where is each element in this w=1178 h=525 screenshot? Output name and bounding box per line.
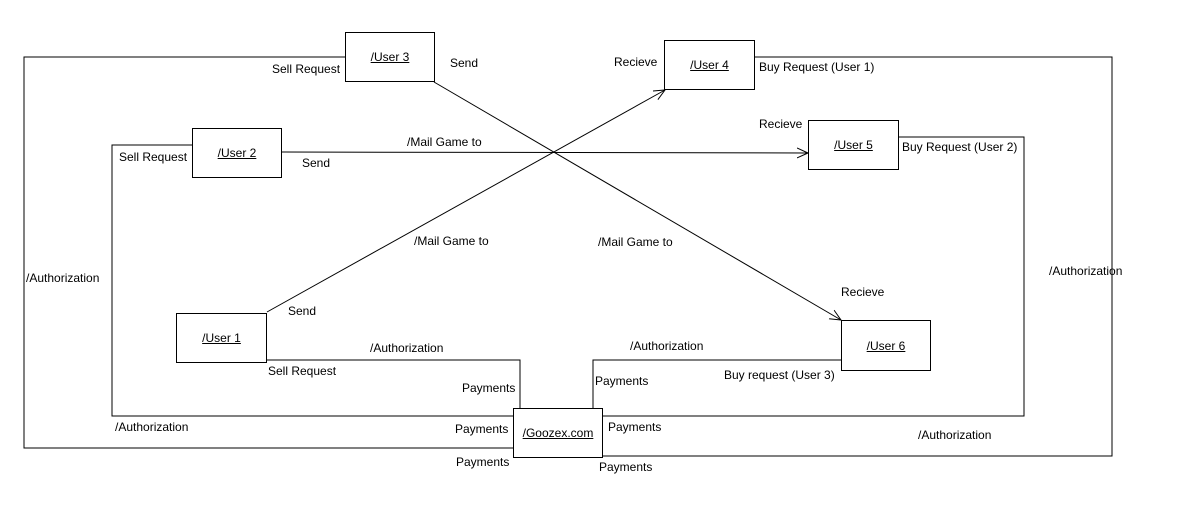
connector-user5-goozex	[603, 136, 1025, 417]
connector-user2-goozex	[111, 144, 513, 417]
node-user3[interactable]: /User 3	[345, 32, 435, 82]
mail-arrow-user2-user5	[281, 152, 808, 153]
label-recieve-user5: Recieve	[759, 117, 803, 131]
node-label: /Goozex.com	[522, 426, 594, 440]
label-authorization-bottom-left: /Authorization	[115, 420, 189, 434]
node-label: /User 4	[690, 58, 729, 72]
label-authorization-user6: /Authorization	[630, 339, 704, 353]
label-send-user1: Send	[288, 304, 317, 318]
label-send-user3: Send	[450, 56, 479, 70]
mail-arrow-user1-user4	[266, 90, 665, 313]
label-sell-request-user3: Sell Request	[272, 62, 341, 76]
label-payments-user5: Payments	[608, 420, 662, 434]
label-recieve-user4: Recieve	[614, 55, 658, 69]
node-label: /User 2	[217, 146, 257, 160]
label-mail-game-to-user6: /Mail Game to	[598, 235, 673, 249]
label-buy-request-user1: Buy Request (User 1)	[759, 60, 875, 74]
label-payments-user2: Payments	[455, 422, 509, 436]
label-buy-request-user2: Buy Request (User 2)	[902, 140, 1018, 154]
mail-arrow-user3-user6	[433, 81, 841, 320]
connector-user1-goozex	[267, 359, 521, 408]
label-sell-request-user2: Sell Request	[119, 150, 188, 164]
connector-user6-goozex	[592, 359, 841, 408]
label-authorization-bottom-right: /Authorization	[918, 428, 992, 442]
connector-user4-goozex	[603, 56, 1113, 457]
label-payments-user4: Payments	[599, 460, 653, 474]
node-user4[interactable]: /User 4	[664, 40, 755, 90]
label-mail-game-to-user4: /Mail Game to	[414, 234, 489, 248]
node-label: /User 6	[866, 338, 906, 353]
node-label: /User 5	[834, 138, 873, 152]
label-payments-user3: Payments	[456, 455, 510, 469]
label-authorization-left: /Authorization	[26, 271, 100, 285]
label-authorization-user1: /Authorization	[370, 341, 444, 355]
label-buy-request-user3: Buy request (User 3)	[724, 368, 835, 382]
node-goozex[interactable]: /Goozex.com	[513, 408, 603, 458]
label-sell-request-user1: Sell Request	[268, 364, 337, 378]
label-mail-game-to-user5: /Mail Game to	[407, 135, 482, 149]
node-user1[interactable]: /User 1	[176, 313, 267, 363]
label-authorization-right: /Authorization	[1049, 264, 1123, 278]
node-user6[interactable]: /User 6	[841, 320, 931, 371]
label-recieve-user6: Recieve	[841, 285, 885, 299]
node-user5[interactable]: /User 5	[808, 120, 899, 170]
label-payments-user1: Payments	[462, 381, 516, 395]
label-send-user2: Send	[302, 156, 331, 170]
node-label: /User 1	[202, 331, 241, 345]
node-label: /User 3	[370, 50, 410, 64]
connector-user3-goozex	[23, 56, 513, 449]
label-payments-user6: Payments	[595, 374, 649, 388]
node-user2[interactable]: /User 2	[192, 128, 282, 178]
